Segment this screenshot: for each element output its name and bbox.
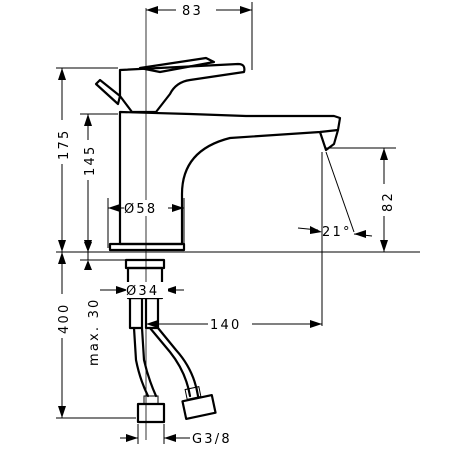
dimension-145-label: 145 xyxy=(83,145,98,176)
dimension-max-30: max. 30 xyxy=(80,242,126,366)
dimension-175-label: 175 xyxy=(57,129,72,160)
dimension-diameter-34-label: Ø34 xyxy=(126,284,159,299)
dimension-diameter-34: Ø34 xyxy=(100,282,184,299)
hose-right xyxy=(148,326,192,398)
dimension-diameter-58-label: Ø58 xyxy=(124,202,157,217)
dimension-82-label: 82 xyxy=(381,191,396,212)
dimension-angle-21: 21° xyxy=(297,151,373,326)
lever-inner xyxy=(138,56,216,74)
dimension-400: 400 xyxy=(54,252,136,419)
dimension-82: 82 xyxy=(326,147,396,252)
connection-stub xyxy=(128,296,144,330)
hose-ferrule-left xyxy=(143,395,159,405)
hose-nut-left xyxy=(136,402,166,424)
handle-rear-tab xyxy=(94,78,122,106)
dimension-diameter-58: Ø58 xyxy=(107,198,185,248)
dimension-83-label: 83 xyxy=(182,4,203,19)
hose-nut-right xyxy=(181,393,217,421)
dimension-140: 140 xyxy=(146,316,322,333)
spout-tip xyxy=(318,128,340,152)
dimension-145: 145 xyxy=(80,113,118,252)
faucet-outline xyxy=(94,56,342,424)
dimension-max-30-label: max. 30 xyxy=(87,297,102,366)
dimension-140-label: 140 xyxy=(210,318,241,333)
dimension-175: 175 xyxy=(54,67,118,252)
hose-left-2 xyxy=(140,326,158,398)
lever-handle xyxy=(118,62,246,114)
hose-ferrule-right xyxy=(184,386,202,400)
dimension-400-label: 400 xyxy=(57,303,72,334)
dimension-g38: G3/8 xyxy=(120,424,232,447)
dimension-angle-21-label: 21° xyxy=(322,225,352,240)
dimension-83: 83 xyxy=(146,2,253,70)
faucet-body xyxy=(118,110,342,246)
dimension-g38-label: G3/8 xyxy=(192,432,232,447)
hose-right-2 xyxy=(156,326,200,398)
threaded-shank xyxy=(124,258,166,270)
base-plate xyxy=(108,242,186,252)
